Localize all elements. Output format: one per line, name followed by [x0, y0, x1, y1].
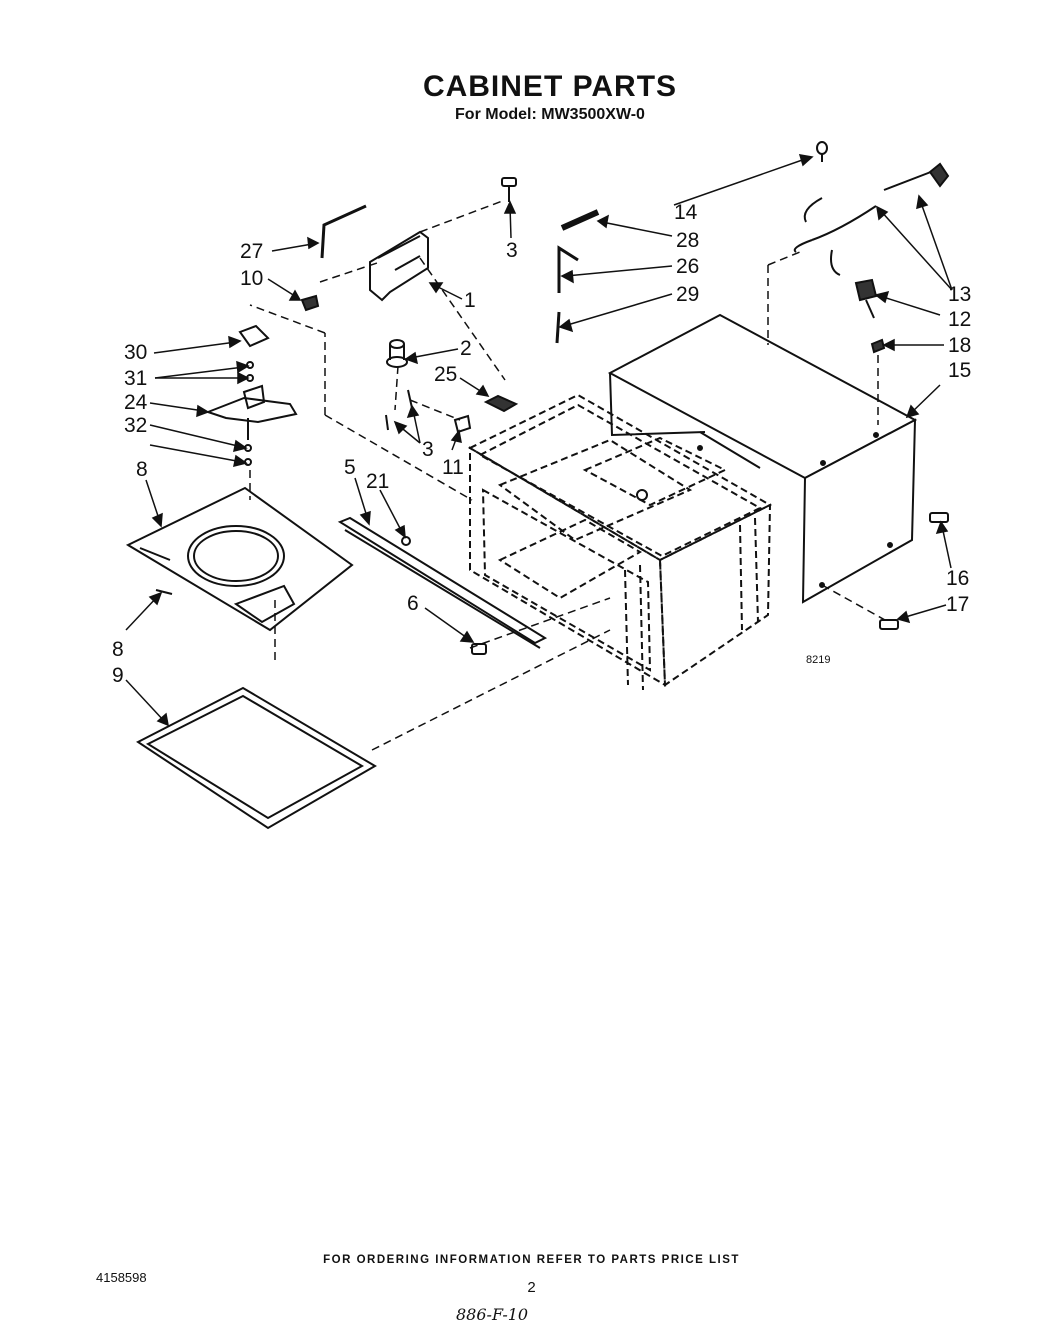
base-plate-part-7	[125, 486, 354, 632]
callout-label: 21	[366, 470, 389, 493]
callout-label: 3	[506, 239, 518, 262]
power-cord-part-13	[793, 162, 950, 276]
callout-label: 11	[442, 456, 464, 479]
callout-label: 16	[946, 567, 969, 590]
callout-label: 30	[124, 341, 147, 364]
bracket-part-1	[369, 230, 429, 302]
callout-label: 13	[948, 283, 971, 306]
part-11	[453, 414, 472, 434]
diagram-code: 8219	[806, 654, 830, 666]
model-subtitle: For Model: MW3500XW-0	[455, 106, 645, 123]
handwritten-note: 886-F-10	[456, 1305, 529, 1324]
callout-label: 29	[676, 283, 699, 306]
screw-part-8	[155, 589, 173, 595]
callout-label: 6	[407, 592, 419, 615]
callout-label: 31	[124, 367, 147, 390]
tray-part-9	[136, 686, 377, 830]
strip-part-28	[555, 311, 561, 344]
screw-part-14	[816, 141, 828, 162]
page-title: CABINET PARTS	[422, 70, 678, 103]
page-number: 2	[527, 1279, 536, 1296]
callout-label: 2	[460, 337, 472, 360]
callout-label: 9	[112, 664, 124, 687]
screw-part-17	[879, 619, 899, 630]
screw-part-3-top	[501, 177, 517, 202]
rail-part-5	[337, 516, 548, 649]
callout-label: 8	[136, 458, 148, 481]
screw-part-16	[929, 512, 949, 523]
callout-labels: 27 10 1 3 14 28 26 29 13 12 18 15 2 25 3…	[112, 201, 971, 687]
part-12	[854, 278, 878, 319]
callout-label: 10	[240, 267, 263, 290]
oven-cavity-part	[467, 393, 773, 691]
part-21	[401, 536, 411, 546]
callout-label: 5	[344, 456, 356, 479]
part-25	[483, 394, 519, 413]
cabinet-wrapper-part	[607, 313, 918, 604]
callout-label: 27	[240, 240, 263, 263]
callout-label: 18	[948, 334, 971, 357]
stirrer-assembly	[205, 324, 298, 466]
strip-part-26	[557, 245, 579, 293]
callout-label: 8	[112, 638, 124, 661]
document-number: 4158598	[96, 1270, 147, 1285]
l-strip-part-26-upper	[320, 204, 367, 259]
callout-label: 26	[676, 255, 699, 278]
callout-label: 32	[124, 414, 147, 437]
screw-part-6	[471, 643, 487, 655]
part-18	[870, 338, 886, 354]
screw-part-3-mid	[385, 389, 413, 431]
callout-label: 28	[676, 229, 699, 252]
strip-part-27	[560, 209, 600, 231]
part-10	[300, 294, 320, 312]
callout-label: 1	[464, 289, 476, 312]
callout-label: 24	[124, 391, 148, 414]
callout-label: 17	[946, 593, 969, 616]
callout-label: 12	[948, 308, 971, 331]
callout-label: 25	[434, 363, 457, 386]
callout-label: 3	[422, 438, 434, 461]
ordering-note: FOR ORDERING INFORMATION REFER TO PARTS …	[323, 1254, 740, 1266]
callout-label: 14	[674, 201, 698, 224]
callout-label: 15	[948, 359, 971, 382]
part-2-post	[386, 339, 408, 368]
